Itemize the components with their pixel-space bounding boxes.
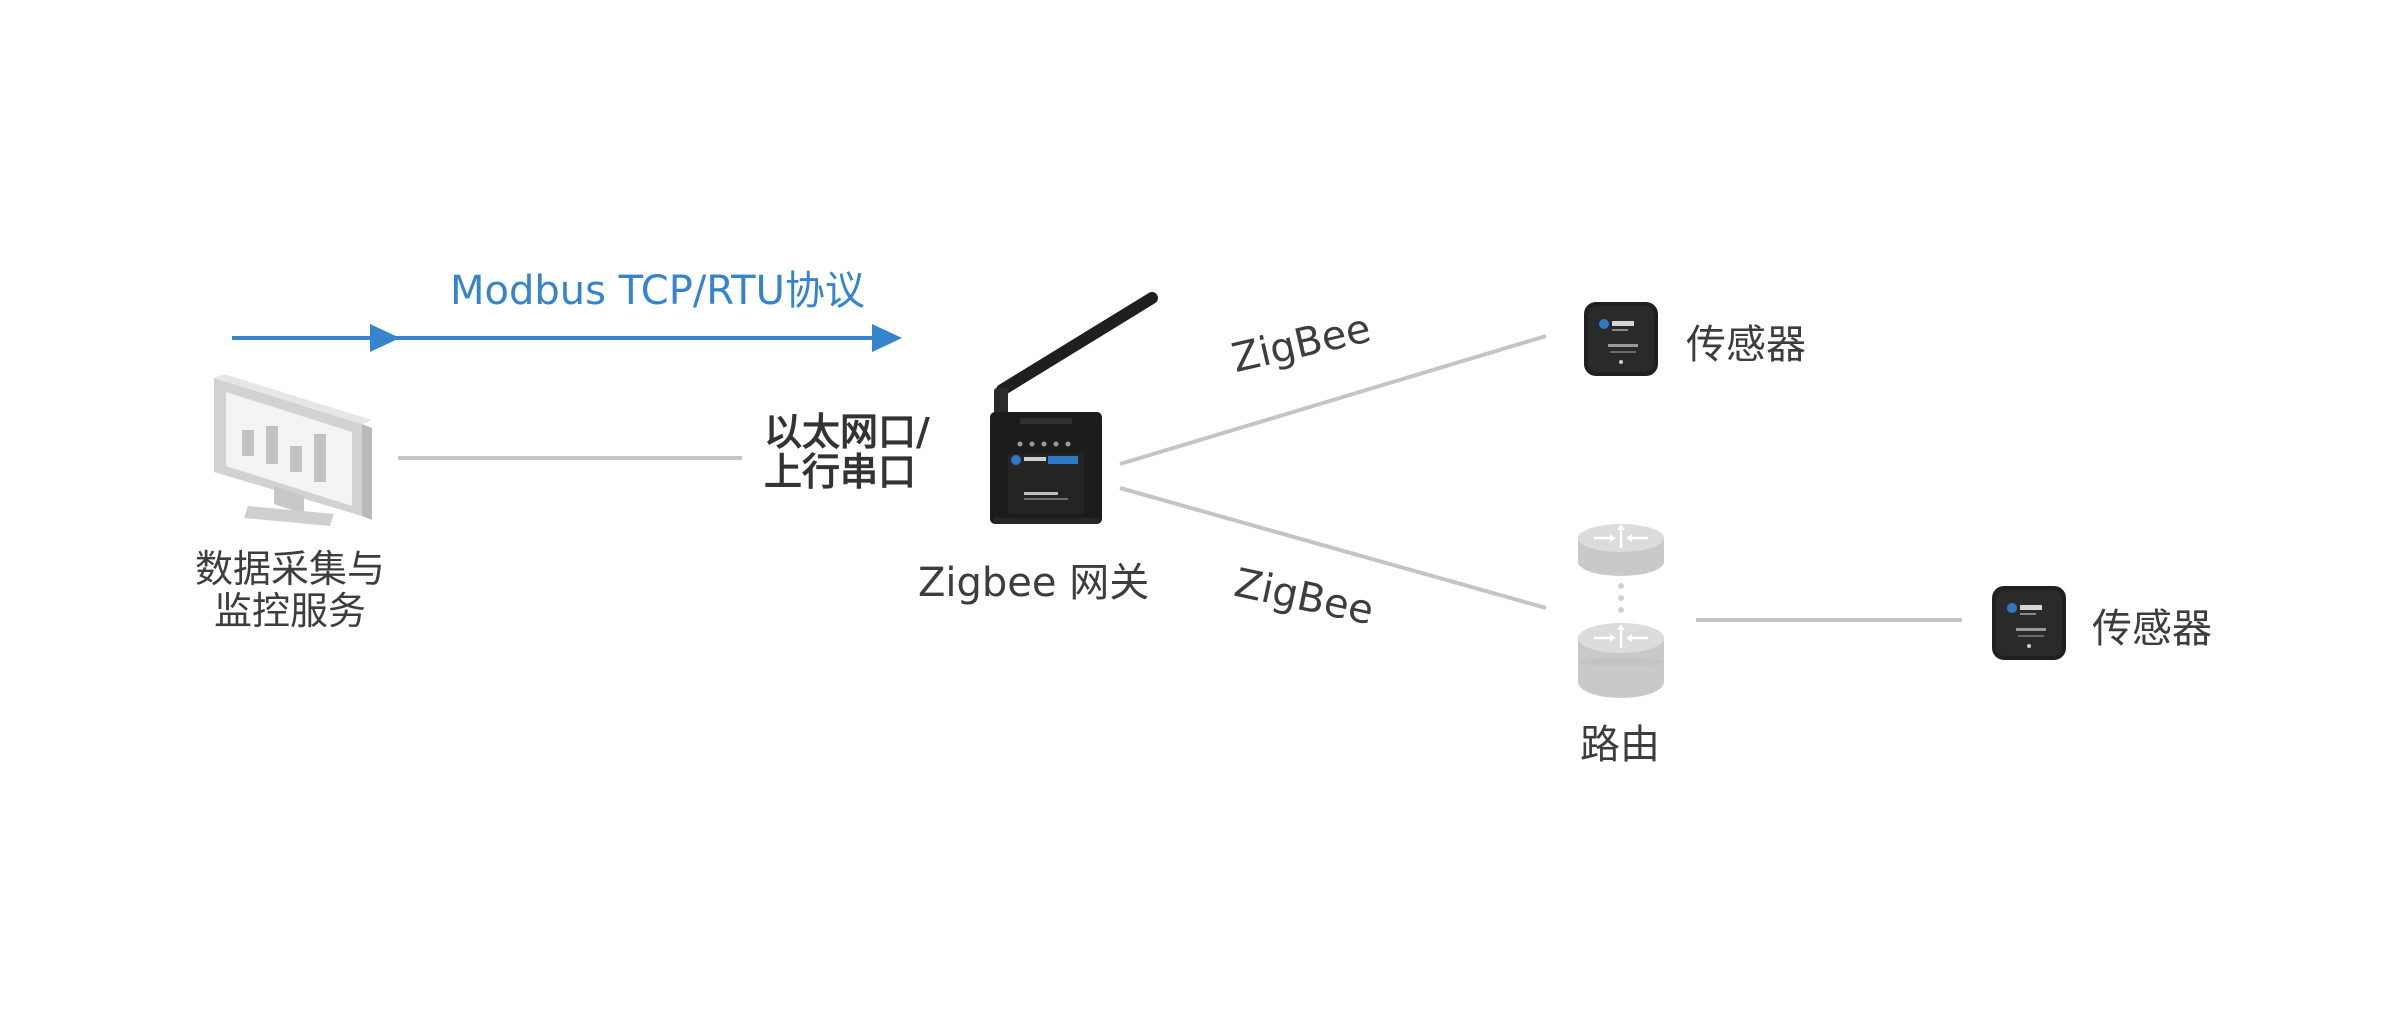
router-icon: [1578, 524, 1664, 698]
sensor-label: 传感器: [2092, 606, 2212, 652]
protocol-arrow: [232, 324, 902, 352]
uplink-label-line2: 上行串口: [764, 450, 917, 494]
protocol-label: Modbus TCP/RTU协议: [450, 268, 865, 314]
sensor-label: 传感器: [1686, 322, 1806, 368]
monitor-chart-icon: [214, 374, 372, 526]
monitor-caption-line1: 数据采集与: [194, 547, 385, 591]
gateway-sensor-link: [1119, 334, 1547, 466]
sensor-icon: [1584, 302, 1658, 376]
gateway-caption: Zigbee 网关: [918, 560, 1150, 606]
sensor-icon: [1992, 586, 2066, 660]
router-caption: 路由: [1580, 722, 1660, 768]
zigbee-gateway-icon: [990, 292, 1158, 524]
uplink-label-line1: 以太网口/: [764, 410, 930, 454]
monitor-caption: 数据采集与 监控服务: [180, 548, 400, 632]
uplink-label: 以太网口/ 上行串口: [764, 412, 930, 492]
monitor-caption-line2: 监控服务: [213, 589, 366, 633]
gateway-router-link: [1119, 486, 1547, 610]
